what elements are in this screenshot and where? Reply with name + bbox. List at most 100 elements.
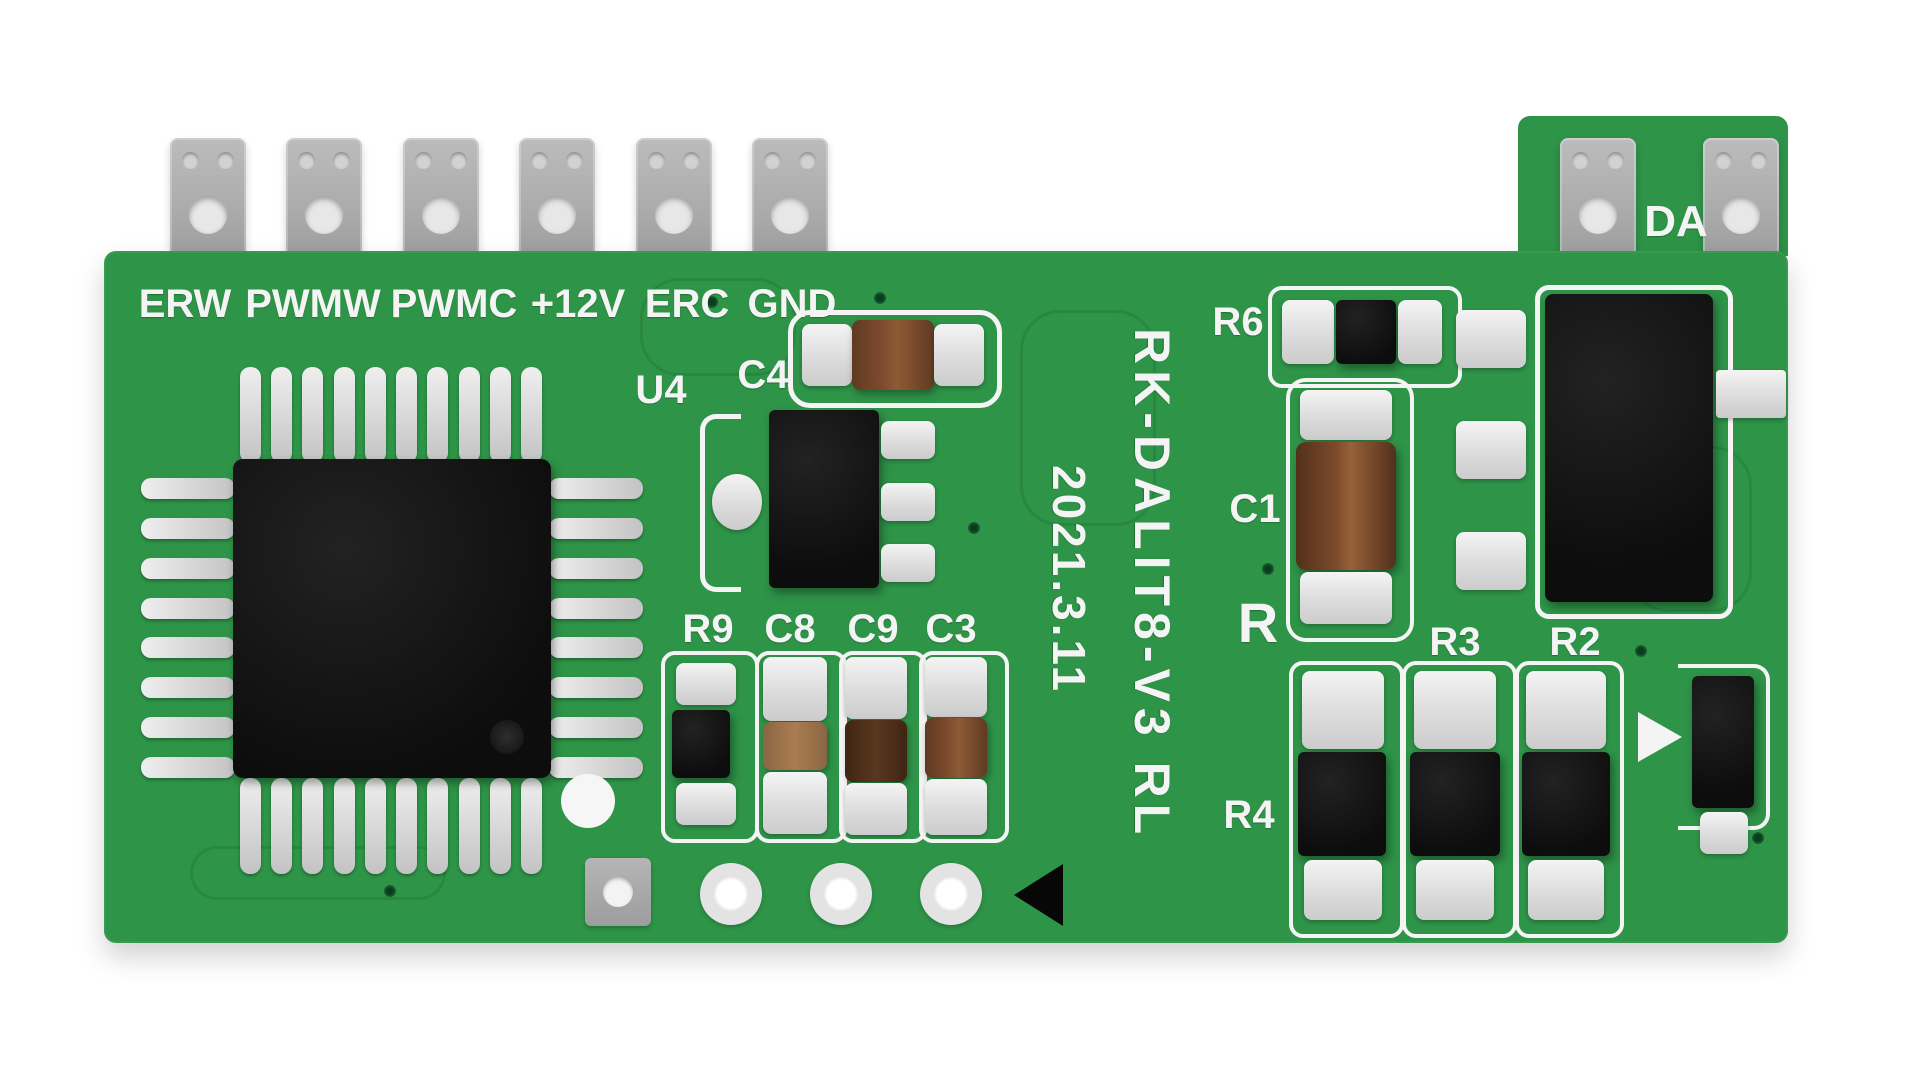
r3-pad [1414, 671, 1496, 749]
qfp-pin [271, 778, 293, 874]
transistor-pad [1700, 812, 1748, 854]
qfp-pin [271, 367, 293, 463]
c4-silkscreen-outline [788, 310, 1002, 408]
square-pad-hole [603, 877, 633, 907]
r9-pad [676, 663, 736, 705]
qfp-pin [489, 367, 511, 463]
qfp-pin [141, 517, 235, 539]
qfp-pin [364, 367, 386, 463]
mounting-hole [920, 863, 982, 925]
terminal-wire-hole [770, 196, 809, 234]
screw-terminal [1703, 138, 1779, 273]
r6-body [1336, 300, 1396, 364]
terminal-pin-hole [1607, 152, 1624, 169]
r2-silkscreen-outline [1515, 661, 1624, 938]
solder-blob [712, 474, 762, 530]
c3-pad [925, 779, 987, 835]
r9-body [672, 710, 730, 778]
terminal-pin-hole [566, 152, 584, 169]
silkscreen-date: 2021.3.11 [1043, 465, 1095, 695]
via [1262, 563, 1274, 575]
label-r2: R2 [1549, 620, 1601, 664]
terminal-wire-hole [1579, 196, 1617, 234]
qfp-pin1-dot [490, 720, 524, 754]
qfp-pin [520, 778, 542, 874]
label-c3: C3 [925, 607, 977, 651]
via [1752, 832, 1764, 844]
terminal-label-erw: ERW [138, 282, 232, 326]
c8-body [763, 722, 827, 770]
label-r6: R6 [1212, 300, 1264, 344]
qfp-pin [141, 597, 235, 619]
r9-pad [676, 783, 736, 825]
via [1635, 645, 1647, 657]
screw-terminal [635, 138, 712, 273]
terminal-label-erc: ERC [644, 282, 730, 326]
label-r4: R4 [1223, 793, 1275, 837]
r4-body [1298, 752, 1386, 856]
fiducial-dot [561, 774, 615, 828]
screw-terminal [286, 138, 363, 273]
qfp-pin [520, 367, 542, 463]
terminal-pin-hole [647, 152, 665, 169]
terminal-pin-hole [1715, 152, 1732, 169]
copper-trace [1020, 310, 1156, 526]
terminal-wire-hole [538, 196, 577, 234]
r4-pad [1302, 671, 1384, 749]
label-r9: R9 [682, 607, 734, 651]
terminal-pin-hole [798, 152, 816, 169]
qfp-pin [240, 778, 261, 874]
power-ic-tab [1716, 370, 1786, 418]
qfp-pin [141, 557, 235, 579]
transistor-body [1692, 676, 1754, 808]
r6-pad [1398, 300, 1442, 364]
via [706, 296, 718, 308]
qfp-pins-right [549, 478, 643, 778]
screw-terminal [1560, 138, 1636, 273]
r6-pad [1282, 300, 1334, 364]
c3-silkscreen-outline [919, 651, 1009, 843]
qfp-pin [549, 517, 643, 539]
c9-body [845, 720, 907, 782]
qfp-pin [396, 367, 418, 463]
power-ic-body [1545, 294, 1713, 602]
qfp-pin [427, 367, 449, 463]
qfp-pin [141, 717, 235, 739]
terminal-pin-hole [763, 152, 781, 169]
label-u4: U4 [635, 368, 687, 412]
silkscreen-model: RK-DALIT8-V3 RL [1124, 328, 1180, 841]
qfp-pin [333, 367, 355, 463]
qfp-pin [489, 778, 511, 874]
qfp-pin [549, 717, 643, 739]
terminal-pin-hole [531, 152, 549, 169]
qfp-pin [141, 478, 235, 499]
label-r: R [1237, 591, 1279, 654]
r2-body [1522, 752, 1610, 856]
qfp-pins-bottom [240, 778, 542, 874]
terminal-wire-hole [654, 196, 693, 234]
qfp-pin [333, 778, 355, 874]
r2-pad [1528, 860, 1604, 920]
terminal-label-12v: +12V [530, 282, 626, 326]
c9-pad [845, 657, 907, 719]
power-ic-pad [1456, 532, 1526, 590]
c1-silkscreen-outline [1286, 378, 1414, 642]
terminal-block-left [170, 138, 828, 273]
c9-pad [845, 783, 907, 835]
terminal-pin-hole [1572, 152, 1589, 169]
terminal-pin-hole [298, 152, 316, 169]
qfp-pin [141, 756, 235, 778]
silkscreen-arrow-right [1638, 712, 1682, 762]
terminal-pin-hole [217, 152, 234, 169]
c4-body [852, 320, 934, 390]
qfp-pin [549, 478, 643, 499]
qfp-pin [549, 637, 643, 659]
qfp-pin [458, 778, 480, 874]
label-c9: C9 [847, 607, 899, 651]
qfp-pin [396, 778, 418, 874]
c8-pad [763, 772, 827, 834]
r2-pad [1526, 671, 1606, 749]
c8-pad [763, 657, 827, 721]
screw-terminal [402, 138, 479, 273]
